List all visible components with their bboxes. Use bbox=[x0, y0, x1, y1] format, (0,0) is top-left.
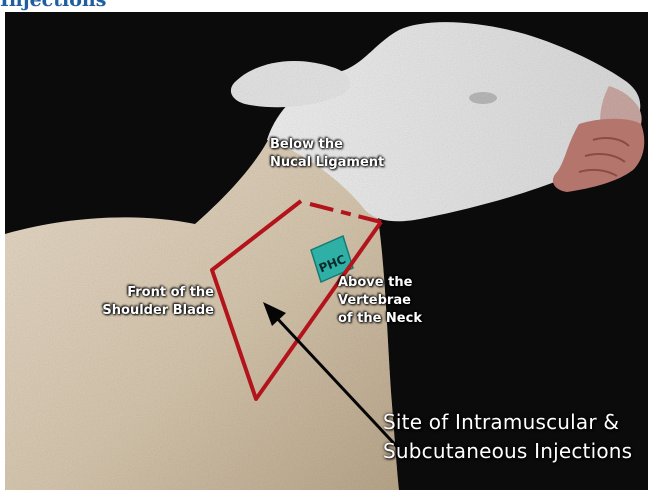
page-heading: Injections bbox=[0, 0, 106, 10]
label-line: Front of the bbox=[94, 284, 214, 302]
label-line: Above the bbox=[338, 274, 422, 292]
label-front-of-shoulder-blade: Front of the Shoulder Blade bbox=[94, 284, 214, 320]
label-injection-site-caption: Site of Intramuscular & Subcutaneous Inj… bbox=[383, 408, 632, 466]
label-line: Subcutaneous Injections bbox=[383, 437, 632, 466]
label-line: of the Neck bbox=[338, 310, 422, 328]
label-line: Below the bbox=[270, 136, 384, 154]
label-line: Site of Intramuscular & bbox=[383, 408, 632, 437]
label-below-nucal-ligament: Below the Nucal Ligament bbox=[270, 136, 384, 172]
label-above-vertebrae: Above the Vertebrae of the Neck bbox=[338, 274, 422, 328]
label-line: Nucal Ligament bbox=[270, 154, 384, 172]
label-line: Vertebrae bbox=[338, 292, 422, 310]
label-line: Shoulder Blade bbox=[94, 302, 214, 320]
